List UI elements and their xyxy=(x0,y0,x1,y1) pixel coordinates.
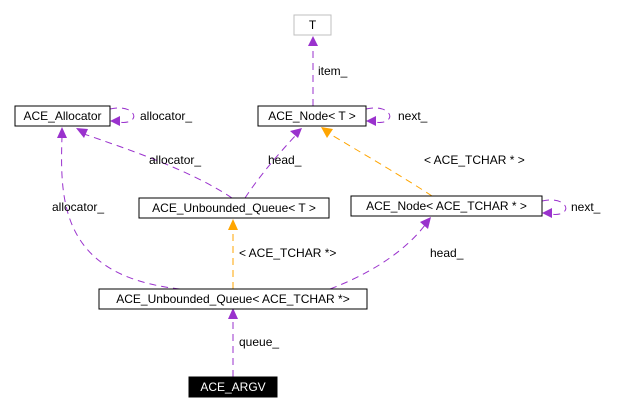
edge-label-head-queue-tchar: head_ xyxy=(430,246,464,260)
edge-labels: item_ allocator_ next_ allocator_ head_ … xyxy=(52,64,601,349)
edge-label-next-node-tchar: next_ xyxy=(571,200,601,214)
node-t[interactable]: T xyxy=(293,14,332,36)
node-ace-unbounded-queue-t-box xyxy=(138,197,330,219)
node-ace-argv-label: ACE_ARGV xyxy=(200,380,265,394)
node-ace-node-tchar-box xyxy=(350,195,543,217)
node-ace-unbounded-queue-t[interactable]: ACE_Unbounded_Queue< T > xyxy=(138,197,330,219)
edge-label-allocator-queue-t: allocator_ xyxy=(149,153,201,167)
node-ace-argv-box xyxy=(188,376,278,398)
node-ace-node-t-box xyxy=(257,105,367,127)
edge-template-queue-tchar-arrowhead xyxy=(228,219,238,230)
edges xyxy=(57,36,567,377)
node-ace-node-t[interactable]: ACE_Node< T > xyxy=(257,105,367,127)
node-ace-unbounded-queue-tchar[interactable]: ACE_Unbounded_Queue< ACE_TCHAR *> xyxy=(98,288,368,310)
edge-allocator-queue-t xyxy=(83,133,233,199)
node-t-box xyxy=(293,14,332,36)
edge-label-queue: queue_ xyxy=(239,335,279,349)
edge-allocator-queue-t-arrowhead xyxy=(76,128,88,138)
node-t-label: T xyxy=(309,18,317,32)
node-ace-unbounded-queue-tchar-label: ACE_Unbounded_Queue< ACE_TCHAR *> xyxy=(116,292,349,306)
edge-head-queue-tchar xyxy=(329,224,426,290)
edge-template-node-tchar xyxy=(329,133,433,197)
edge-queue-arrowhead xyxy=(228,308,238,319)
edge-next-node-t-arrowhead xyxy=(366,116,376,126)
edge-label-allocator-self: allocator_ xyxy=(140,109,192,123)
node-ace-allocator[interactable]: ACE_Allocator xyxy=(14,105,111,127)
edge-label-head-queue-t: head_ xyxy=(268,153,302,167)
node-ace-node-t-label: ACE_Node< T > xyxy=(268,109,356,123)
edge-head-queue-t xyxy=(244,134,297,199)
edge-next-node-tchar-arrowhead xyxy=(542,208,552,218)
edge-head-queue-t-arrowhead xyxy=(290,128,302,138)
edge-template-node-tchar-arrowhead xyxy=(321,127,333,138)
node-ace-allocator-label: ACE_Allocator xyxy=(23,109,101,123)
edge-label-allocator-queue-tchar: allocator_ xyxy=(52,200,104,214)
node-ace-argv[interactable]: ACE_ARGV xyxy=(188,376,278,398)
edge-label-item: item_ xyxy=(318,64,348,78)
edge-allocator-self-arrowhead xyxy=(110,116,120,126)
edge-allocator-queue-tchar xyxy=(61,135,181,290)
node-ace-node-tchar[interactable]: ACE_Node< ACE_TCHAR * > xyxy=(350,195,543,217)
node-ace-unbounded-queue-tchar-box xyxy=(98,288,368,310)
edge-next-node-t xyxy=(365,107,391,123)
edge-head-queue-tchar-arrowhead xyxy=(420,217,431,229)
edge-allocator-self xyxy=(109,107,135,123)
node-ace-node-tchar-label: ACE_Node< ACE_TCHAR * > xyxy=(366,199,527,213)
edge-allocator-queue-tchar-arrowhead xyxy=(57,127,67,138)
edge-next-node-tchar xyxy=(541,199,567,215)
node-ace-unbounded-queue-t-label: ACE_Unbounded_Queue< T > xyxy=(152,201,316,215)
edge-item-arrowhead xyxy=(308,36,318,46)
edge-label-template-node-tchar: < ACE_TCHAR * > xyxy=(424,153,525,167)
edge-label-template-queue-tchar: < ACE_TCHAR *> xyxy=(239,246,336,260)
edge-label-next-node-t: next_ xyxy=(398,109,428,123)
node-ace-allocator-box xyxy=(14,105,111,127)
